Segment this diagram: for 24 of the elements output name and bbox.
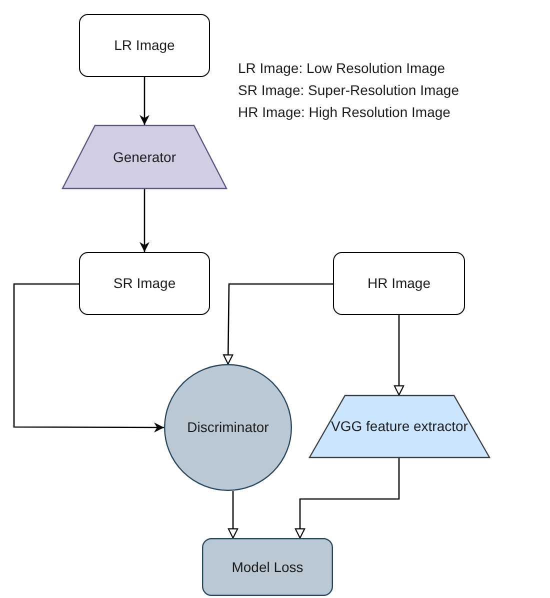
- extractor-trapezoid: [309, 395, 490, 458]
- arrow: [13, 283, 164, 432]
- node-label: LR Image: [114, 37, 175, 54]
- process-box: [79, 252, 210, 315]
- node-label: VGG feature extractor: [331, 418, 468, 435]
- node-label: Model Loss: [232, 558, 304, 576]
- arrow: [140, 77, 150, 125]
- legend-note: LR Image: Low Resolution Image: [238, 60, 445, 76]
- process-box: [333, 252, 465, 315]
- node-label: SR Image: [113, 275, 176, 292]
- generator-trapezoid: [62, 125, 227, 189]
- arrow: [294, 458, 400, 539]
- discriminator-circle: [164, 364, 292, 491]
- node-label: Generator: [112, 148, 176, 166]
- arrow: [222, 283, 333, 365]
- node-label: HR Image: [367, 275, 431, 292]
- process-box: [202, 538, 333, 596]
- arrow: [140, 189, 150, 252]
- legend-note: HR Image: High Resolution Image: [238, 104, 450, 120]
- process-box: [79, 14, 210, 77]
- arrow: [228, 491, 238, 539]
- legend-note: SR Image: Super-Resolution Image: [238, 82, 459, 98]
- node-label: Discriminator: [187, 419, 269, 436]
- arrow: [394, 315, 404, 396]
